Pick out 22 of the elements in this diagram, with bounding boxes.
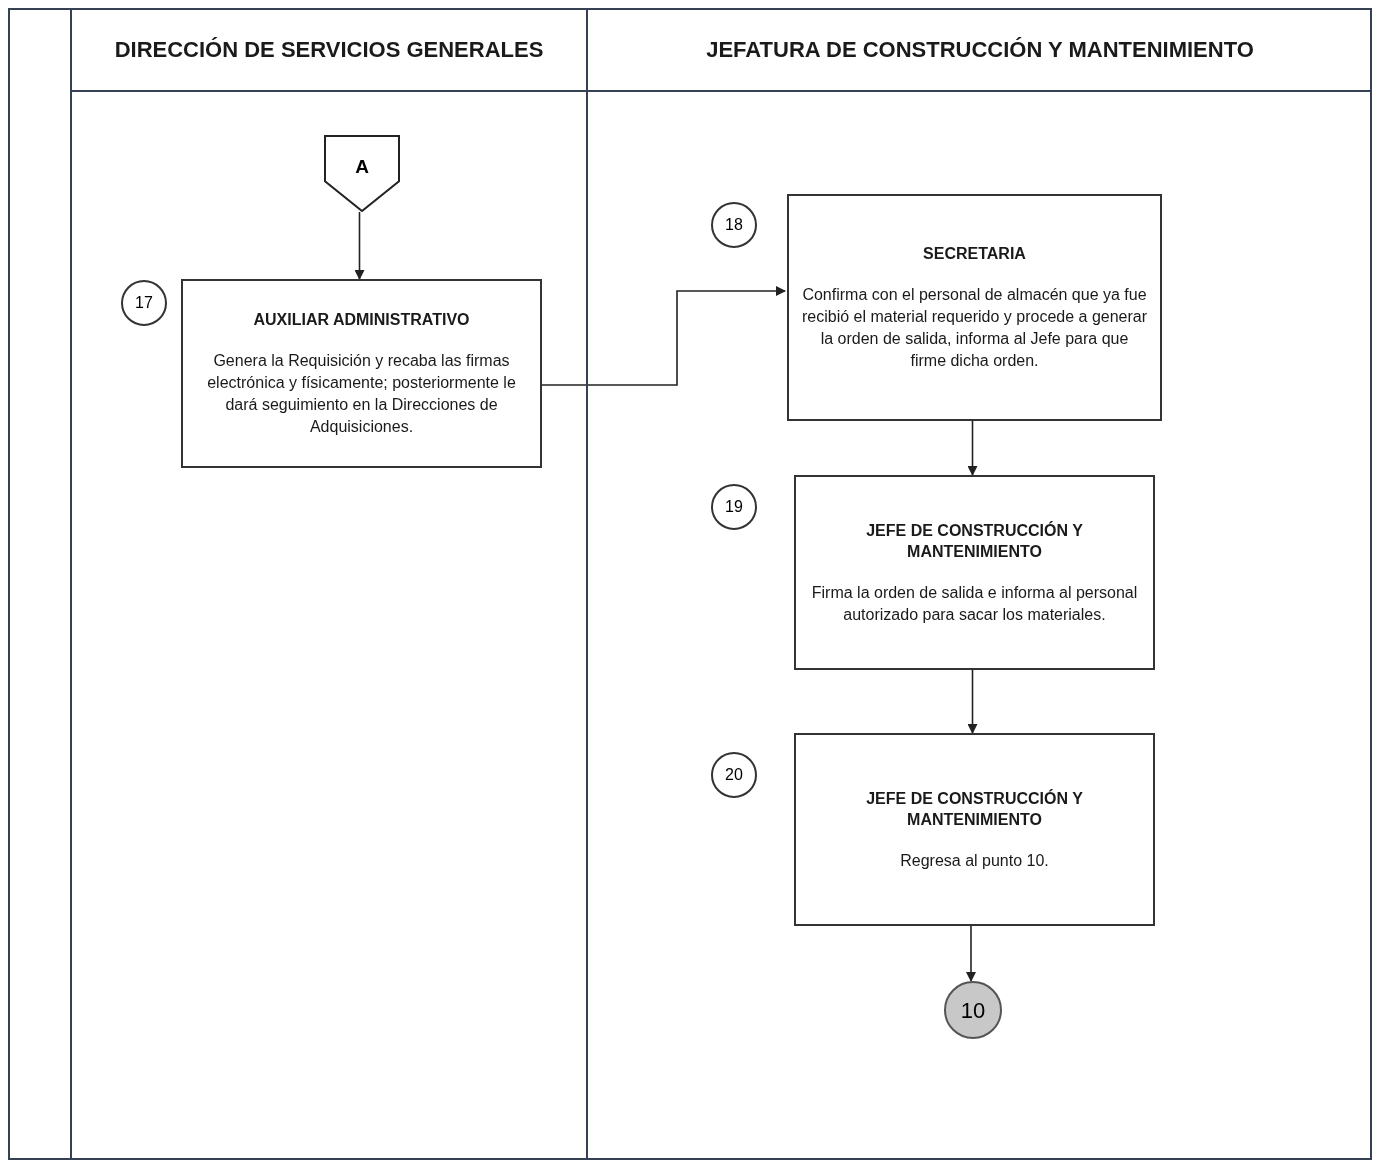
swimlane bbox=[586, 8, 1372, 1160]
role-title: SECRETARIA bbox=[923, 244, 1026, 264]
connector-letter: A bbox=[354, 155, 370, 179]
role-title: JEFE DE CONSTRUCCIÓN Y MANTENIMIENTO bbox=[865, 788, 1084, 830]
swimlane bbox=[70, 8, 586, 1160]
step-description: Genera la Requisición y recaba las firmas electrónica y físicamente; posteriormente le dará seguimiento en la Direcciones de Adquisiciones. bbox=[206, 351, 517, 437]
step-description: Firma la orden de salida e informa al personal autorizado para sacar los materiales. bbox=[810, 582, 1139, 625]
lane-title: DIRECCIÓN DE SERVICIOS GENERALES bbox=[114, 35, 544, 64]
process-box bbox=[794, 475, 1155, 670]
process-box bbox=[181, 279, 542, 468]
process-box bbox=[794, 733, 1155, 926]
flow-arrow bbox=[966, 925, 976, 982]
off-page-connector bbox=[324, 135, 400, 212]
flow-arrow bbox=[967, 669, 978, 734]
process-box bbox=[787, 194, 1162, 421]
role-title: AUXILIAR ADMINISTRATIVO bbox=[253, 310, 470, 330]
step-description: Confirma con el personal de almacén que ya fue recibió el material requerido y procede a generar la orden de salida, informa al Jefe para que firme dicha orden. bbox=[801, 285, 1148, 371]
role-title: JEFE DE CONSTRUCCIÓN Y MANTENIMIENTO bbox=[865, 520, 1084, 562]
flow-arrow bbox=[967, 420, 978, 476]
lane-title: JEFATURA DE CONSTRUCCIÓN Y MANTENIMIENTO bbox=[706, 35, 1254, 64]
flow-arrow bbox=[354, 211, 365, 280]
step-description: Regresa al punto 10. bbox=[900, 850, 1049, 871]
